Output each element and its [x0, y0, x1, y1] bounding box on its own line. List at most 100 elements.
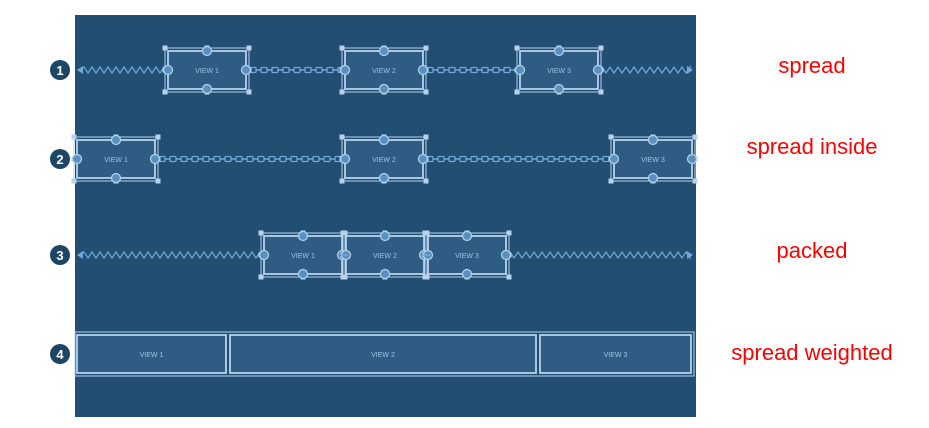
row1-view-3-resize-2 [514, 89, 520, 95]
row3-view-2-top-handle [379, 230, 391, 242]
row4-view-2-label: VIEW 2 [371, 352, 395, 359]
row1-view-1-right-handle [240, 64, 252, 76]
caption-spread-inside: spread inside [746, 134, 878, 159]
row1-view-2-label: VIEW 2 [372, 68, 396, 75]
row1-view-1-label: VIEW 1 [195, 68, 219, 75]
row4-view-3-body [539, 334, 692, 374]
row1-right-spring [597, 65, 691, 75]
row3-view-2-bottom-handle [379, 268, 391, 280]
row1-view-1-resize-2 [162, 89, 168, 95]
row1-view-2-resize-3 [423, 89, 429, 95]
row2-view-1-resize-2 [71, 178, 77, 184]
row3-badge-number: 3 [56, 248, 63, 263]
row3-view-2-body [345, 235, 425, 275]
row1-chain-1-2 [246, 66, 345, 74]
row3-badge: 3 [50, 245, 70, 265]
row2-view-2-resize-2 [339, 178, 345, 184]
row1-view-1-resize-3 [246, 89, 252, 95]
row1-view-2-top-handle [378, 45, 390, 57]
row1-left-spring [79, 65, 169, 75]
row3-left-arrow [77, 251, 83, 259]
row2-view-1-right-handle [149, 153, 161, 165]
row2-badge-number: 2 [56, 152, 63, 167]
row1-view-3-resize-1 [598, 45, 604, 51]
row2-view-3-right-handle [686, 153, 698, 165]
row2-view-3-top-handle [647, 134, 659, 146]
row1-view-3-label: VIEW 3 [547, 68, 571, 75]
row2-view-2-resize-1 [423, 134, 429, 140]
row4-view-3: VIEW 3 [539, 334, 692, 374]
row3-view-3-resize-1 [506, 230, 512, 236]
row1-view-1-top-handle [201, 45, 213, 57]
row1-view-1-resize-1 [246, 45, 252, 51]
row4-badge-circle [50, 344, 70, 364]
row1-badge-circle [50, 60, 70, 80]
row1-view-3-resize-3 [598, 89, 604, 95]
row3-view-2-resize-2 [340, 274, 346, 280]
row3-view-1-resize-0 [258, 230, 264, 236]
row3-view-1-resize-2 [258, 274, 264, 280]
row1-view-2-bottom-handle [378, 83, 390, 95]
row1-view-2-resize-0 [339, 45, 345, 51]
row3-view-3-label: VIEW 3 [455, 253, 479, 260]
row2-view-3-resize-2 [608, 178, 614, 184]
row3-view-3-bottom-handle [461, 268, 473, 280]
row4-view-1: VIEW 1 [76, 334, 227, 374]
row2-view-2-left-handle [339, 153, 351, 165]
row2-view-2-resize-0 [339, 134, 345, 140]
row2-view-2-top-handle [378, 134, 390, 146]
row1-view-3-bottom-handle [553, 83, 565, 95]
row1-view-1-bottom-handle [201, 83, 213, 95]
row3-view-3-resize-2 [422, 274, 428, 280]
row1-left-arrow [77, 66, 83, 74]
row2-view-1-label: VIEW 1 [104, 157, 128, 164]
row2-view-1-bottom-handle [110, 172, 122, 184]
row2-view-3-left-handle [608, 153, 620, 165]
caption-spread: spread [778, 53, 846, 78]
row4-view-3-label: VIEW 3 [604, 352, 628, 359]
row2-view-2-right-handle [417, 153, 429, 165]
row2-view-3-bottom-handle [647, 172, 659, 184]
row1-view-3-top-handle [553, 45, 565, 57]
row4-view-2: VIEW 2 [229, 334, 537, 374]
row4-badge: 4 [50, 344, 70, 364]
row2-view-3-resize-0 [608, 134, 614, 140]
row2-badge-circle [50, 149, 70, 169]
row3-view-3-top-handle [461, 230, 473, 242]
row4-badge-number: 4 [56, 347, 64, 362]
row1-view-2-resize-1 [423, 45, 429, 51]
row2-view-1: VIEW 1 [71, 134, 161, 184]
row4-view-1-label: VIEW 1 [140, 352, 164, 359]
row1-view-3-left-handle [514, 64, 526, 76]
row4-view-1-body [76, 334, 227, 374]
row3-view-1-top-handle [297, 230, 309, 242]
row1-view-3-right-handle [592, 64, 604, 76]
row2-chain-2-3 [423, 155, 614, 163]
row3-view-2-resize-0 [340, 230, 346, 236]
row2-view-2-resize-3 [423, 178, 429, 184]
row1-chain-2-3 [423, 66, 520, 74]
row1-view-3-resize-0 [514, 45, 520, 51]
row3-view-3-right-handle [500, 249, 512, 261]
row3-view-2: VIEW 2 [340, 230, 430, 280]
row2-view-1-resize-1 [155, 134, 161, 140]
row3-right-spring [505, 250, 691, 260]
row2-view-1-resize-0 [71, 134, 77, 140]
row2-view-3-resize-1 [692, 134, 698, 140]
row3-right-arrow [687, 251, 693, 259]
row3-view-3-resize-0 [422, 230, 428, 236]
row1-view-1-left-handle [162, 64, 174, 76]
row3-badge-circle [50, 245, 70, 265]
row4-frame [74, 331, 695, 377]
row1-view-1-resize-0 [162, 45, 168, 51]
row1-view-2-right-handle [417, 64, 429, 76]
row2-view-1-top-handle [110, 134, 122, 146]
row1-badge: 1 [50, 60, 70, 80]
caption-packed: packed [776, 238, 848, 263]
row2-badge: 2 [50, 149, 70, 169]
caption-spread-weighted: spread weighted [731, 340, 893, 365]
row4-view-2-body [229, 334, 537, 374]
row2-chain-1-2 [155, 155, 345, 163]
row1-view-2-resize-2 [339, 89, 345, 95]
